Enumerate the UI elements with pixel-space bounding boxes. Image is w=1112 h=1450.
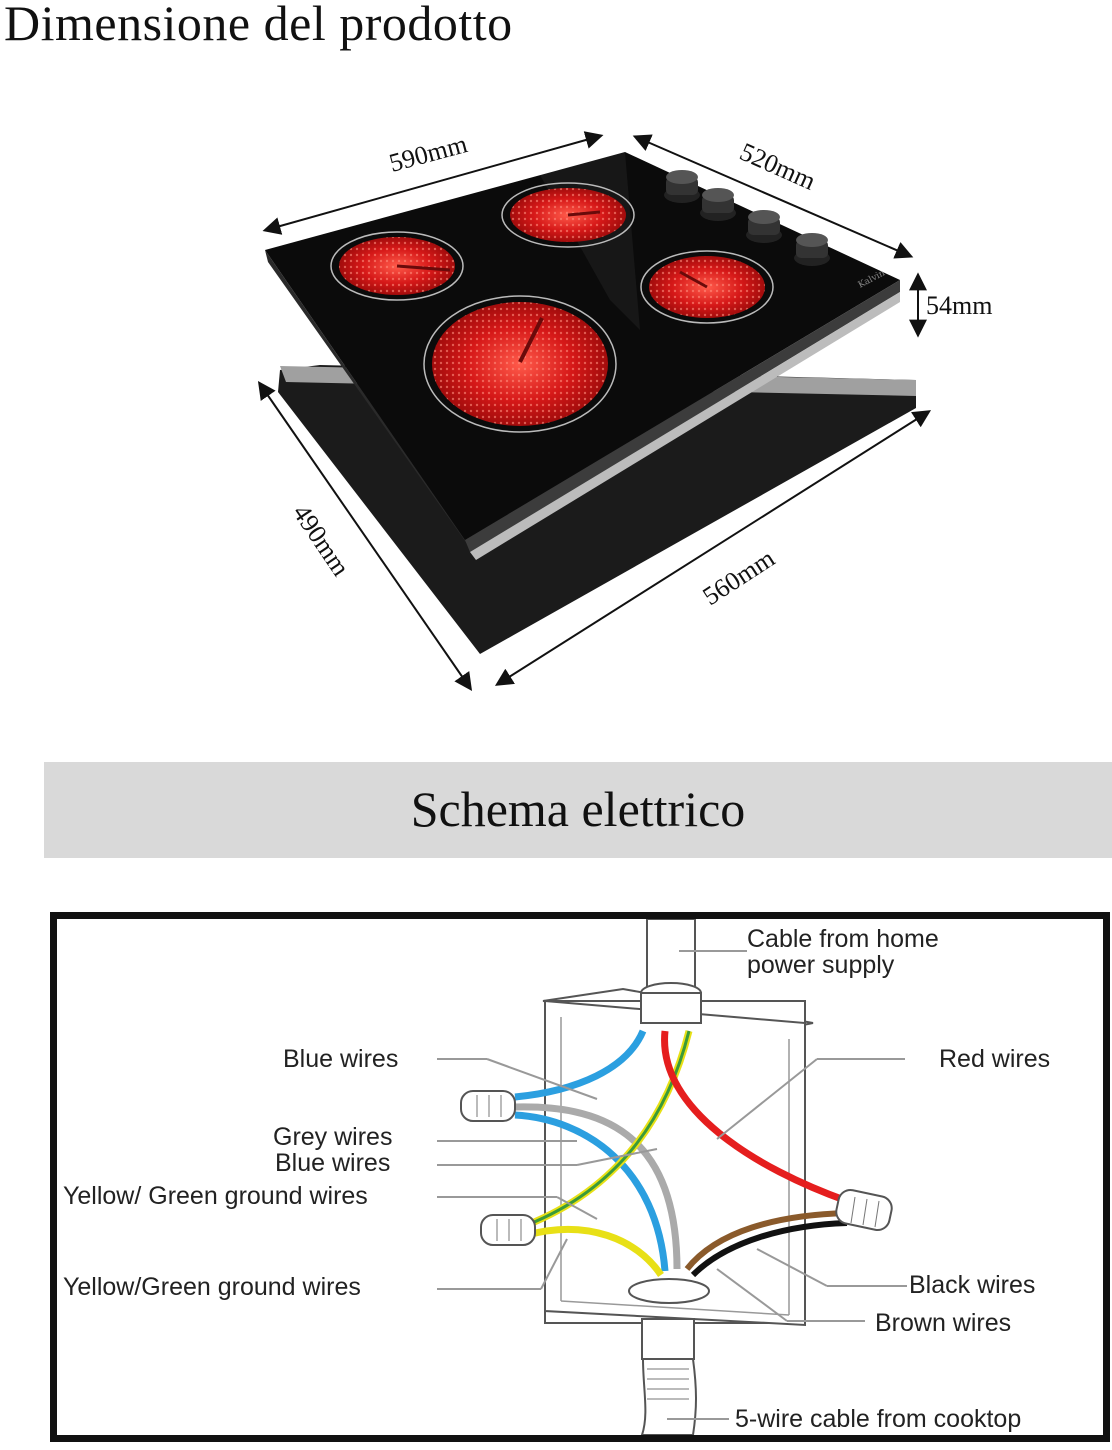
dim-560: 560mm xyxy=(697,543,779,611)
label-black-wires: Black wires xyxy=(909,1271,1035,1299)
section-title: Schema elettrico xyxy=(410,781,746,837)
label-yellow-green-1: Yellow/ Green ground wires xyxy=(63,1182,368,1210)
wire-yellow-green-2 xyxy=(526,1225,664,1277)
grommet xyxy=(628,1278,710,1304)
arrow-560 xyxy=(494,410,932,686)
wire-blue-top xyxy=(514,1029,647,1101)
section-header-band: Schema elettrico xyxy=(44,762,1112,858)
wire-nut-left-bottom xyxy=(480,1214,536,1246)
page-title: Dimensione del prodotto xyxy=(4,0,513,51)
arrow-590 xyxy=(262,131,604,235)
dim-590: 590mm xyxy=(386,129,470,178)
wire-nut-left-top xyxy=(460,1090,516,1122)
wire-black xyxy=(690,1220,848,1278)
label-cooktop-cable: 5-wire cable from cooktop xyxy=(735,1405,1021,1433)
dim-520: 520mm xyxy=(736,137,820,196)
burner-back-left xyxy=(330,231,464,301)
wiring-diagram-frame: Cable from home power supply Blue wires … xyxy=(50,912,1110,1442)
dim-490: 490mm xyxy=(287,499,355,581)
conduit-top xyxy=(640,919,702,1024)
cooktop-dimension-drawing: Kalvin 590mm 520mm 54mm 490mm 560mm xyxy=(257,129,992,691)
label-blue-wires-top: Blue wires xyxy=(283,1045,398,1073)
wire-nut-right xyxy=(835,1188,893,1232)
label-cable-home-2: power supply xyxy=(747,951,895,979)
wire-blue-mid xyxy=(514,1111,669,1272)
wire-grey xyxy=(514,1103,681,1270)
arrow-520 xyxy=(632,134,914,259)
dim-54: 54mm xyxy=(926,291,992,320)
label-red-wires: Red wires xyxy=(939,1045,1050,1073)
burner-front-right xyxy=(640,250,774,324)
burner-back-right xyxy=(501,182,635,248)
label-blue-wires-mid: Blue wires xyxy=(275,1149,390,1177)
conduit-bottom xyxy=(640,1318,697,1435)
label-grey-wires: Grey wires xyxy=(273,1123,392,1151)
label-brown-wires: Brown wires xyxy=(875,1309,1011,1337)
wiring-diagram: Cable from home power supply Blue wires … xyxy=(63,919,1050,1435)
arrow-490 xyxy=(257,381,473,691)
label-yellow-green-2: Yellow/Green ground wires xyxy=(63,1273,361,1301)
wire-brown xyxy=(684,1210,848,1271)
junction-box xyxy=(542,987,814,1327)
burner-front-left xyxy=(423,295,617,433)
wire-yellow-green-stripe xyxy=(526,1030,691,1227)
label-cable-home-1: Cable from home xyxy=(747,925,939,953)
wire-red xyxy=(661,1030,849,1205)
